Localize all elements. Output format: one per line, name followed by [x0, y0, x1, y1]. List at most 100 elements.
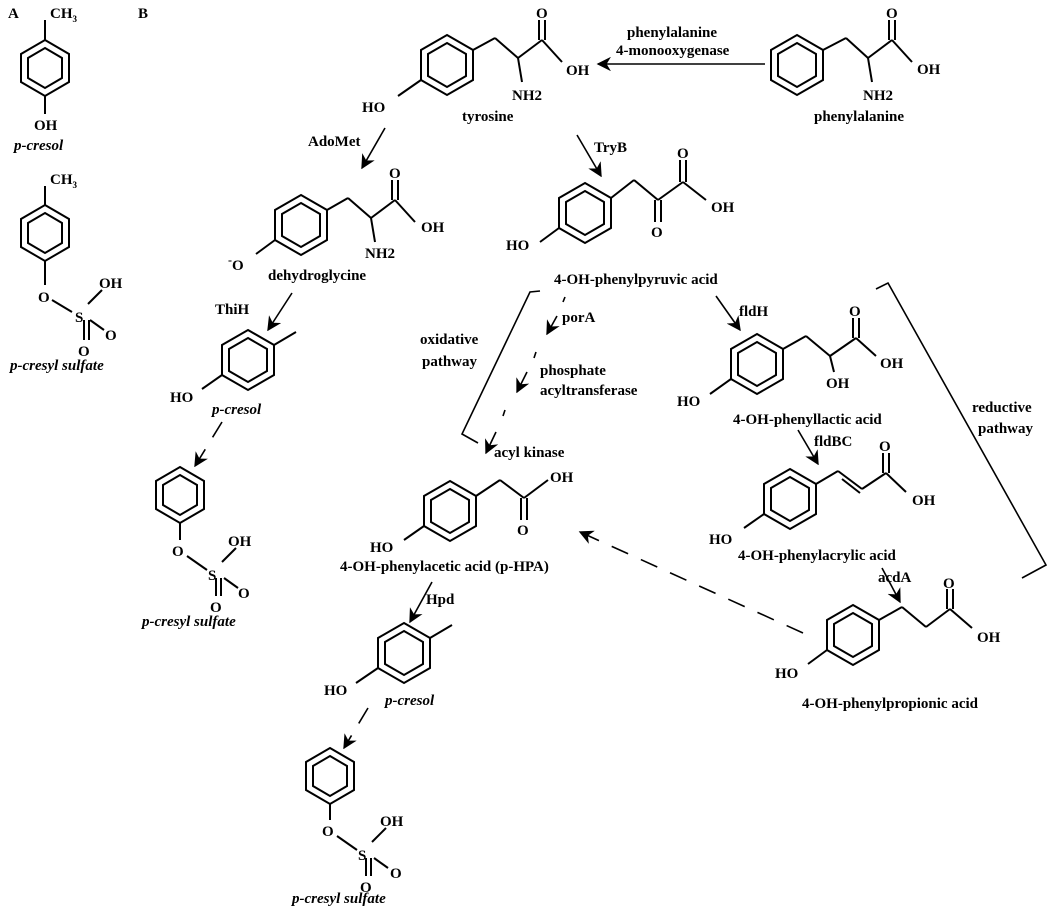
- cresyl-sulfate-center-o-3: O: [360, 880, 372, 896]
- oxidative-dashed-arrow-1: [562, 296, 566, 303]
- panel-a-label: A: [8, 6, 19, 22]
- reductive-label-1: reductive: [972, 400, 1032, 416]
- panel-a-s: S: [75, 310, 83, 326]
- enzyme-acyl-kinase: acyl kinase: [494, 445, 565, 461]
- panel-a-sulfate-structure: [20, 186, 105, 340]
- phenylalanine-structure: [770, 20, 913, 97]
- phenyllactic-oh-acid: OH: [880, 356, 904, 372]
- phenylpyruvic-o-keto: O: [651, 225, 663, 241]
- dehydroglycine-o: O: [389, 166, 401, 182]
- cresol-center-ho: HO: [324, 683, 347, 699]
- tyrosine-structure: [397, 20, 563, 97]
- phenylpyruvic-oh: OH: [711, 200, 735, 216]
- phenylpyruvic-ho: HO: [506, 238, 529, 254]
- phenylalanine-nh2: NH2: [863, 88, 893, 104]
- hpd-arrow: [409, 581, 433, 624]
- phenylacetic-label: 4-OH-phenylacetic acid (p-HPA): [340, 559, 549, 575]
- acda-arrow: [881, 567, 901, 604]
- reductive-bracket: [875, 281, 1048, 579]
- phenylacrylic-structure: [743, 453, 907, 531]
- panel-a-ch3-2: CH3: [50, 172, 78, 190]
- phenyllactic-structure: [709, 318, 877, 396]
- enzyme-fldbc: fldBC: [814, 434, 852, 450]
- tryb-arrow: [576, 134, 602, 178]
- panel-b-label: B: [138, 6, 148, 22]
- phenylalanine-oh: OH: [917, 62, 941, 78]
- cresyl-sulfate-center-label: p-cresyl sulfate: [290, 891, 386, 907]
- enzyme-tryb: TryB: [594, 140, 627, 156]
- enzyme-fldh: fldH: [739, 304, 769, 320]
- cresyl-sulfate-center-s: S: [358, 848, 366, 864]
- phenylacrylic-ho: HO: [709, 532, 732, 548]
- panel-a-sulfate-label: p-cresyl sulfate: [8, 358, 104, 374]
- panel-a-cresol-structure: [20, 20, 70, 114]
- phenylpyruvic-label: 4-OH-phenylpyruvic acid: [554, 272, 718, 288]
- phenyllactic-oh-alpha: OH: [826, 376, 850, 392]
- tyrosine-nh2: NH2: [512, 88, 542, 104]
- enzyme-hpd: Hpd: [426, 592, 455, 608]
- enzyme-phosphate-2: acyltransferase: [540, 383, 638, 399]
- cresyl-sulfate-center-oh: OH: [380, 814, 404, 830]
- propionic-to-acetic-dashed: [578, 530, 804, 634]
- phenylacetic-structure: [403, 479, 549, 543]
- phenylpropionic-label: 4-OH-phenylpropionic acid: [802, 696, 979, 712]
- dehydroglycine-structure: [255, 180, 416, 257]
- fldbc-arrow: [797, 429, 819, 466]
- enzyme-phe-monooxygenase-1: phenylalanine: [627, 25, 717, 41]
- cresyl-sulfate-left-structure: [155, 465, 239, 596]
- cresyl-sulfate-left-o-3: O: [210, 600, 222, 616]
- dehydroglycine-nh2: NH2: [365, 246, 395, 262]
- dehydroglycine-o-minus: -O: [228, 253, 244, 274]
- tyrosine-oh: OH: [566, 63, 590, 79]
- phenylpropionic-ho: HO: [775, 666, 798, 682]
- oxidative-dashed-arrow-3b: [485, 431, 499, 455]
- oxidative-label-2: pathway: [422, 354, 478, 370]
- cresyl-sulfate-left-o-link: O: [172, 544, 184, 560]
- cresyl-sulfate-center-o-2: O: [390, 866, 402, 882]
- phenylpropionic-oh: OH: [977, 630, 1001, 646]
- oxidative-dashed-arrow-2: [533, 351, 537, 359]
- adomet-arrow: [361, 127, 386, 170]
- oxidative-dashed-arrow-2b: [516, 371, 530, 394]
- cresyl-sulfate-left-s: S: [208, 568, 216, 584]
- cresyl-sulfate-center-structure: [305, 746, 389, 876]
- cresol-center-label: p-cresol: [383, 693, 435, 709]
- oxidative-dashed-arrow-1b: [546, 315, 560, 336]
- panel-a-ch3-1: CH3: [50, 6, 78, 24]
- phenylacrylic-o: O: [879, 439, 891, 455]
- cresol-center-to-sulfate-dashed: [343, 707, 369, 750]
- tyrosine-ho: HO: [362, 100, 385, 116]
- oxidative-dashed-arrow-3: [502, 409, 506, 417]
- panel-a-cresol-label: p-cresol: [12, 138, 64, 154]
- phenylpyruvic-o-top: O: [677, 146, 689, 162]
- panel-a-oh-2: OH: [99, 276, 123, 292]
- phenyllactic-ho: HO: [677, 394, 700, 410]
- panel-a-o-link: O: [38, 290, 50, 306]
- cresol-left-ho: HO: [170, 390, 193, 406]
- dehydroglycine-label: dehydroglycine: [268, 268, 366, 284]
- phenylalanine-o: O: [886, 6, 898, 22]
- cresol-left-to-sulfate-dashed: [194, 421, 223, 468]
- cresol-left-structure: [201, 328, 297, 392]
- panel-a-o-2: O: [105, 328, 117, 344]
- cresyl-sulfate-left-oh: OH: [228, 534, 252, 550]
- cresol-center-structure: [355, 621, 453, 685]
- oxidative-bracket: [460, 290, 541, 444]
- tyrosine-o: O: [536, 6, 548, 22]
- phenylpropionic-o: O: [943, 576, 955, 592]
- phenylacetic-ho: HO: [370, 540, 393, 556]
- phenyllactic-o: O: [849, 304, 861, 320]
- enzyme-phosphate-1: phosphate: [540, 363, 606, 379]
- cresyl-sulfate-left-o-2: O: [238, 586, 250, 602]
- cresol-left-label: p-cresol: [210, 402, 262, 418]
- phenylalanine-label: phenylalanine: [814, 109, 904, 125]
- enzyme-phe-monooxygenase-2: 4-monooxygenase: [616, 43, 730, 59]
- panel-a-o-3: O: [78, 344, 90, 360]
- fldh-arrow: [715, 295, 741, 332]
- oxidative-label-1: oxidative: [420, 332, 479, 348]
- enzyme-thih: ThiH: [215, 302, 250, 318]
- cresyl-sulfate-left-label: p-cresyl sulfate: [140, 614, 236, 630]
- phenylpyruvic-structure: [539, 160, 707, 245]
- thih-arrow: [267, 292, 293, 332]
